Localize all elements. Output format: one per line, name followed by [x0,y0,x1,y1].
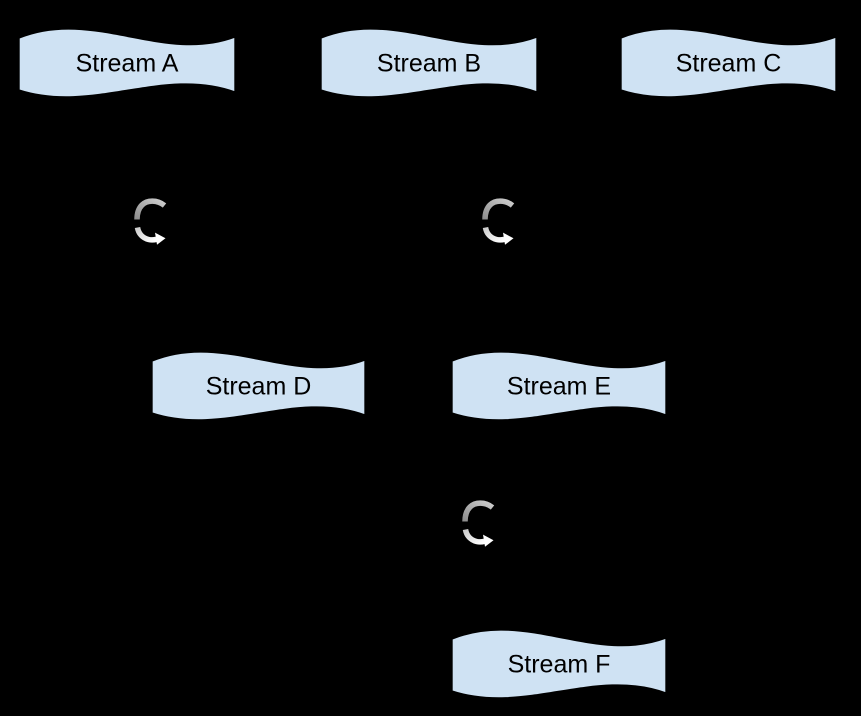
tape-shape [620,28,837,98]
stream-label: Stream D [205,372,312,400]
tape-shape [451,351,667,421]
tape-shape [451,629,667,699]
stream-node-e: Stream E [451,349,667,421]
stream-node-c: Stream C [620,26,837,98]
loop-arrow-icon [481,198,515,245]
tape-shape [151,351,366,421]
loop-arrow-icon [133,198,167,245]
stream-node-b: Stream B [320,26,538,98]
stream-label: Stream E [506,372,612,400]
tape-shape [320,28,538,98]
loop-arrow-icon [461,500,495,547]
stream-label: Stream F [507,650,611,678]
stream-node-a: Stream A [18,26,236,98]
tape-shape [18,28,236,98]
stream-node-d: Stream D [151,349,366,421]
stream-label: Stream B [376,49,482,77]
stream-node-f: Stream F [451,627,667,699]
stream-label: Stream A [75,49,179,77]
stream-label: Stream C [675,49,782,77]
